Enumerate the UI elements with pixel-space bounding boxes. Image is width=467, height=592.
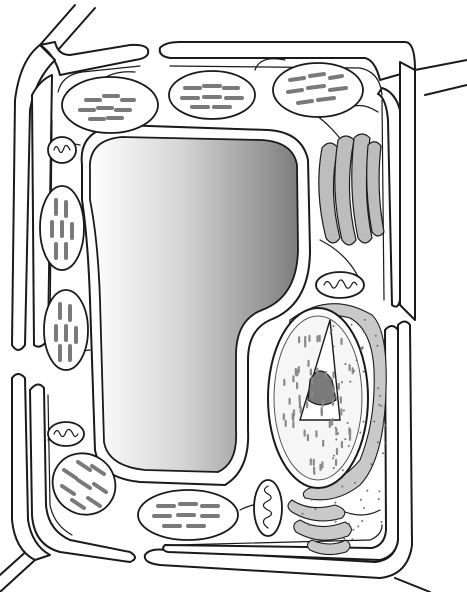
ribosome-dot <box>302 513 304 515</box>
ribosome-dot <box>377 441 379 443</box>
ribosome-dot <box>380 405 382 407</box>
ribosome-dot <box>335 427 337 429</box>
chloroplast-top-center <box>169 71 255 119</box>
ribosome-dot <box>314 473 316 475</box>
ribosome-dot <box>348 445 350 447</box>
ribosome-dot <box>352 529 354 531</box>
ribosome-dot <box>360 499 362 501</box>
ribosome-dot <box>381 521 383 523</box>
vacuole-inner <box>90 137 298 472</box>
ribosome-dot <box>382 422 384 424</box>
ribosome-dot <box>373 421 375 423</box>
chloroplast-left-upper <box>40 186 84 270</box>
ribosome-dot <box>377 387 379 389</box>
ribosome-dot <box>378 498 380 500</box>
ribosome-dot <box>375 335 377 337</box>
ribosome-dot <box>308 524 310 526</box>
ribosome-dot <box>330 379 332 381</box>
ribosome-dot <box>363 507 365 509</box>
mitochondrion-left-top <box>48 137 76 163</box>
chloroplast-top-right <box>273 63 363 117</box>
ribosome-dot <box>334 502 336 504</box>
ribosome-dot <box>331 329 333 331</box>
ribosome-dot <box>384 442 386 444</box>
ribosome-dot <box>370 463 372 465</box>
ribosome-dot <box>348 523 350 525</box>
ribosome-dot <box>366 490 368 492</box>
chloroplast-bottom-center <box>138 490 238 540</box>
ribosome-dot <box>363 331 365 333</box>
ribosome-dot <box>379 490 381 492</box>
ribosome-dot <box>331 418 333 420</box>
ribosome-dot <box>382 452 384 454</box>
ribosome-dot <box>333 325 335 327</box>
ribosome-dot <box>333 455 335 457</box>
ribosome-dot <box>344 438 346 440</box>
ribosome-dot <box>347 541 349 543</box>
ribosome-dot <box>378 404 380 406</box>
ribosome-dot <box>360 347 362 349</box>
ribosome-dot <box>363 371 365 373</box>
ribosome-dot <box>347 422 349 424</box>
ribosome-dot <box>314 508 316 510</box>
ribosome-dot <box>363 421 365 423</box>
ribosome-dot <box>342 469 344 471</box>
ribosome-dot <box>376 345 378 347</box>
ribosome-dot <box>335 521 337 523</box>
ribosome-dot <box>330 332 332 334</box>
ribosome-dot <box>354 482 356 484</box>
golgi-apparatus <box>319 134 384 245</box>
ribosome-dot <box>311 499 313 501</box>
ribosome-dot <box>351 324 353 326</box>
ribosome-dot <box>384 424 386 426</box>
ribosome-dot <box>341 486 343 488</box>
ribosome-dot <box>359 432 361 434</box>
ribosome-dot <box>349 381 351 383</box>
ribosome-dot <box>353 370 355 372</box>
ribosome-dot <box>333 467 335 469</box>
mitochondrion-left-bottom <box>48 422 84 446</box>
ribosome-dot <box>337 433 339 435</box>
ribosome-dot <box>335 439 337 441</box>
ribosome-dot <box>356 359 358 361</box>
ribosome-dot <box>379 395 381 397</box>
ribosome-dot <box>344 363 346 365</box>
ribosome-dot <box>361 520 363 522</box>
mitochondrion-right-top <box>316 272 364 298</box>
nucleus <box>268 308 368 488</box>
chloroplast-top-left <box>62 77 158 133</box>
ribosome-dot <box>341 381 343 383</box>
ribosome-dot <box>343 410 345 412</box>
ribosome-dot <box>357 526 359 528</box>
ribosome-dot <box>351 538 353 540</box>
ribosome-dot <box>335 396 337 398</box>
ribosome-dot <box>364 319 366 321</box>
ribosome-dot <box>333 346 335 348</box>
chloroplast-left-middle <box>44 290 88 370</box>
ribosome-dot <box>329 381 331 383</box>
ribosome-dot <box>343 538 345 540</box>
ribosome-dot <box>332 457 334 459</box>
mitochondrion-bottom <box>254 480 282 536</box>
